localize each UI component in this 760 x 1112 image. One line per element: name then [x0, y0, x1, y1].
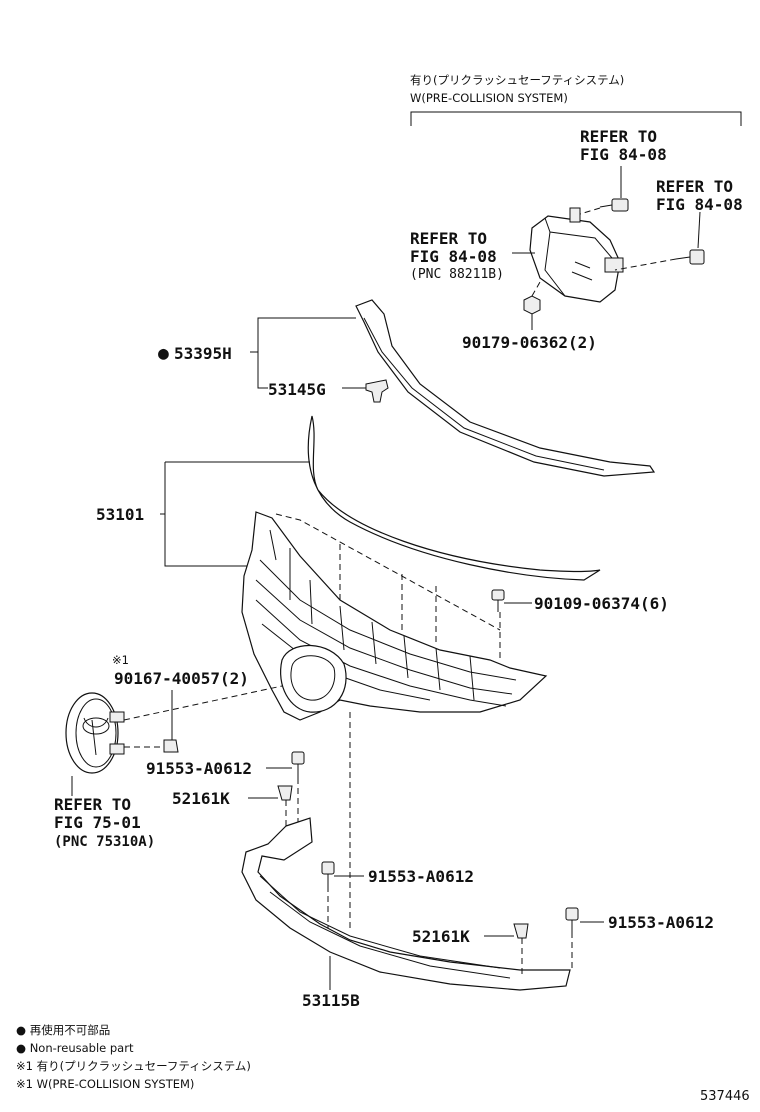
bracket-53145g-vert	[257, 352, 268, 389]
dash-emblem-grille	[123, 685, 283, 721]
clip-52161k-b	[513, 923, 529, 939]
label-part-53101: 53101	[96, 505, 144, 524]
screw-91553-b	[321, 861, 335, 886]
label-refer-75-01-line2: FIG 75-01	[54, 813, 141, 832]
label-refer-75-01-line3: (PNC 75310A)	[54, 834, 155, 850]
screw-91553-c	[565, 907, 579, 932]
label-refer-84-08-b-line1: REFER TO	[656, 177, 733, 196]
radiator-grille	[241, 511, 548, 721]
screw-90167	[163, 739, 179, 753]
label-note-mark-1: ※1	[112, 653, 129, 667]
legend: ● 再使用不可部品 ● Non-reusable part ※1 有り(プリクラ…	[16, 1023, 251, 1091]
leader-refer-b	[697, 211, 701, 249]
label-refer-84-08-c-line1: REFER TO	[410, 229, 487, 248]
non-reusable-marker: ●	[158, 343, 169, 364]
label-refer-84-08-c-line3: (PNC 88211B)	[410, 267, 504, 282]
clip-53145g	[365, 379, 389, 403]
lower-absorber-53115b	[241, 817, 571, 991]
radar-sensor-module	[523, 198, 705, 315]
legend-line2: ● Non-reusable part	[16, 1041, 134, 1055]
legend-line4: ※1 W(PRE-COLLISION SYSTEM)	[16, 1077, 194, 1091]
label-part-53395h: 53395H	[174, 344, 232, 363]
label-refer-84-08-b-line2: FIG 84-08	[656, 195, 743, 214]
label-refer-84-08-a-line2: FIG 84-08	[580, 145, 667, 164]
legend-line3: ※1 有り(プリクラッシュセーフティシステム)	[16, 1059, 251, 1073]
group-title-en: W(PRE-COLLISION SYSTEM)	[410, 91, 568, 105]
upper-moulding-53395h	[355, 299, 656, 477]
legend-line1: ● 再使用不可部品	[16, 1023, 110, 1037]
sensor-bolt-right	[675, 249, 705, 265]
bracket-53395h	[250, 317, 356, 353]
dash-cover-top	[275, 513, 501, 631]
label-part-91553-a: 91553-A0612	[146, 759, 252, 778]
label-refer-75-01-line1: REFER TO	[54, 795, 131, 814]
label-refer-84-08-a-line1: REFER TO	[580, 127, 657, 146]
label-part-91553-c: 91553-A0612	[608, 913, 714, 932]
screw-91553-a	[291, 751, 305, 778]
group-bracket	[410, 111, 742, 126]
cover-panel-53101	[307, 415, 601, 581]
label-refer-84-08-c-line2: FIG 84-08	[410, 247, 497, 266]
label-part-53145g: 53145G	[268, 380, 326, 399]
label-part-52161k-b: 52161K	[412, 927, 470, 946]
label-part-91553-b: 91553-A0612	[368, 867, 474, 886]
screw-90109	[491, 589, 505, 612]
label-part-52161k-a: 52161K	[172, 789, 230, 808]
sensor-bolt-top	[599, 198, 629, 212]
nut-90179	[523, 295, 541, 315]
label-part-90109: 90109-06374(6)	[534, 594, 669, 613]
group-title-jp: 有り(プリクラッシュセーフティシステム)	[410, 73, 624, 87]
figure-number: 537446	[700, 1089, 750, 1104]
front-emblem	[65, 692, 125, 774]
label-part-90179: 90179-06362(2)	[462, 333, 597, 352]
pre-collision-group: 有り(プリクラッシュセーフティシステム) W(PRE-COLLISION SYS…	[410, 73, 742, 126]
label-part-90167: 90167-40057(2)	[114, 669, 249, 688]
label-part-53115b: 53115B	[302, 991, 360, 1010]
clip-52161k-a	[277, 785, 293, 801]
